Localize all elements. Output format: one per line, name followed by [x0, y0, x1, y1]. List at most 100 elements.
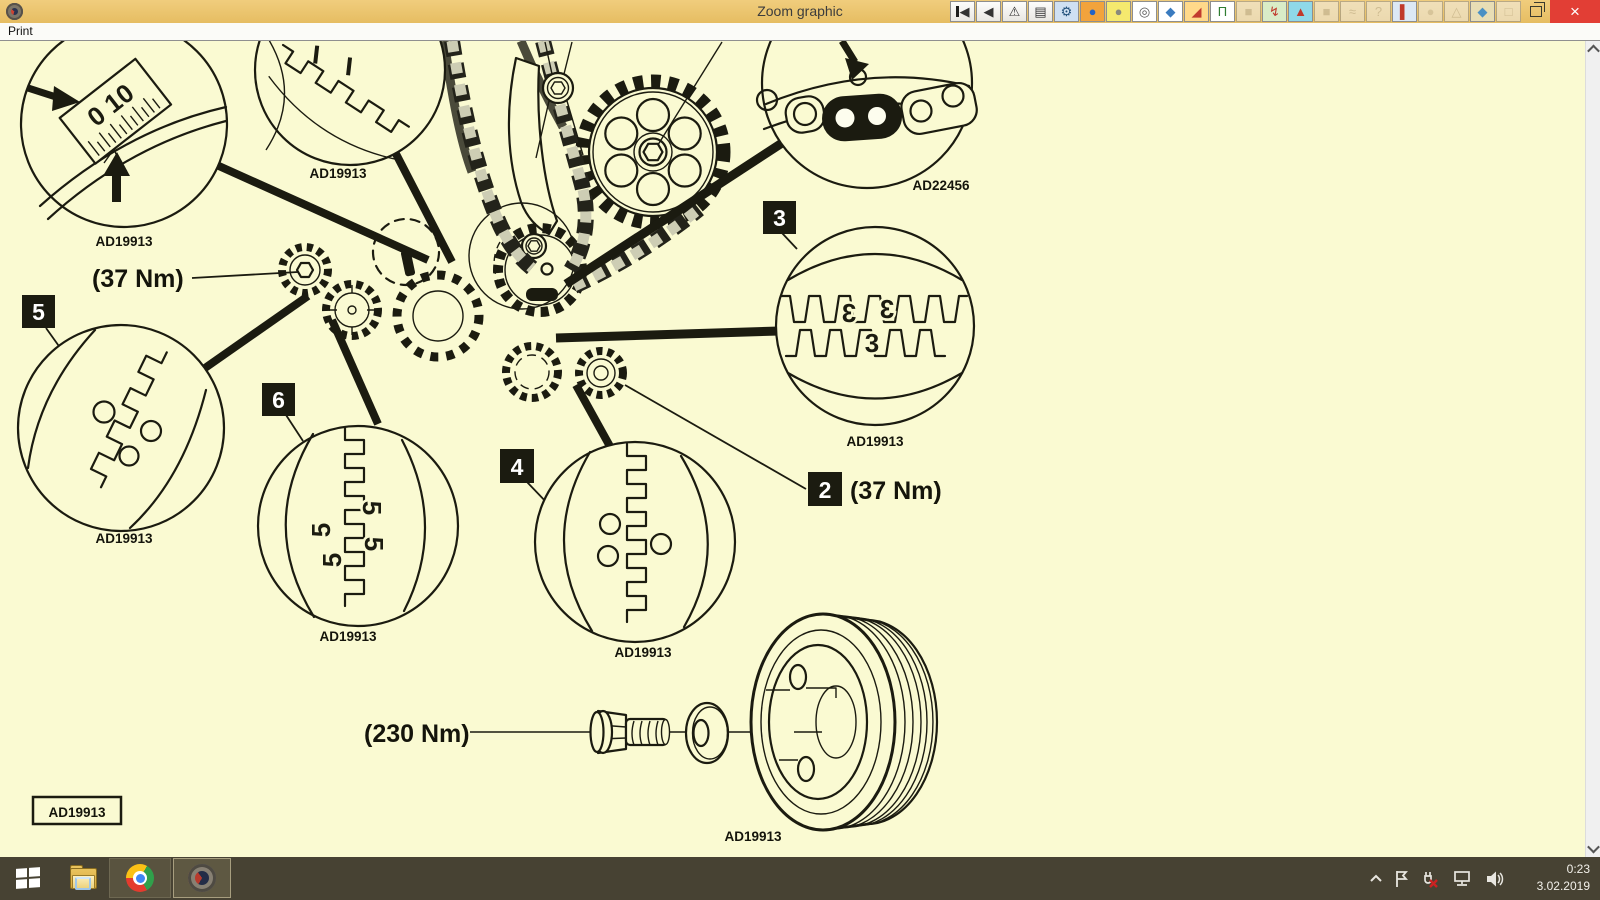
tooth-mark-3-mirrored: 3 — [842, 298, 856, 328]
svg-text:3: 3 — [773, 205, 786, 231]
crank-pulley-assembly: AD19913 — [470, 612, 939, 844]
toolbar-button-icon: ▲ — [1294, 4, 1307, 19]
callout-5: 5 — [22, 295, 55, 328]
callout-2-torque: 2 (37 Nm) — [808, 472, 942, 506]
audio-device-muted-icon[interactable] — [1420, 869, 1440, 889]
toolbar-button-icon: ≈ — [1348, 4, 1357, 19]
toolbar-button-world[interactable]: ● — [1080, 1, 1105, 22]
toolbar-button-icon: ◎ — [1138, 4, 1151, 19]
hidden-icons-chevron[interactable] — [1369, 873, 1383, 885]
toolbar-button-icon: ● — [1426, 4, 1435, 19]
toolbar-button-jack[interactable]: ▲ — [1288, 1, 1313, 22]
cam-sprocket — [575, 41, 731, 230]
toolbar-button-warning[interactable]: ⚠ — [1002, 1, 1027, 22]
callout-3: 3 — [763, 201, 796, 234]
callout-6: 6 — [262, 383, 295, 416]
toolbar-button-go-back[interactable]: ◀ — [976, 1, 1001, 22]
graphic-viewport: AD19913 0 — [0, 0, 1585, 857]
toolbar-button-tyre[interactable]: ● — [1418, 1, 1443, 22]
tooth-mark-5: 5 — [357, 501, 387, 515]
toolbar-button-icon: ? — [1374, 4, 1383, 19]
toolbar-button-map[interactable]: ◆ — [1158, 1, 1183, 22]
network-icon[interactable] — [1451, 869, 1473, 889]
toolbar-button-diagnostics[interactable]: ● — [1106, 1, 1131, 22]
toolbar-button-vehicle-query[interactable]: ? — [1366, 1, 1391, 22]
idler-bolt — [535, 41, 584, 159]
scroll-down-button[interactable] — [1586, 840, 1600, 857]
toolbar-button-icon: ■ — [1244, 4, 1253, 19]
clock-date: 3.02.2019 — [1536, 879, 1590, 893]
toolbar-button-wiring[interactable]: ≈ — [1340, 1, 1365, 22]
toolbar-button-icon: ● — [1088, 4, 1097, 19]
toolbar-button-icon: □ — [1504, 4, 1513, 19]
ref-label-6: AD19913 — [319, 629, 377, 644]
scroll-up-button[interactable] — [1586, 41, 1600, 58]
svg-text:6: 6 — [272, 387, 285, 413]
taskbar-clock[interactable]: 0:23 3.02.2019 — [1537, 861, 1590, 895]
window-title: Zoom graphic — [757, 3, 843, 19]
toolbar-button-icon: ■ — [1322, 4, 1331, 19]
svg-text:AD19913: AD19913 — [48, 805, 106, 820]
menu-print[interactable]: Print — [8, 24, 33, 38]
toolbar-button-box[interactable]: □ — [1496, 1, 1521, 22]
toolbar-button-lift[interactable]: Π — [1210, 1, 1235, 22]
toolbar-button-window-view[interactable]: ▤ — [1028, 1, 1053, 22]
gear-cluster — [278, 217, 627, 402]
toolbar-button-icon: Π — [1217, 4, 1228, 19]
speaker-icon[interactable] — [1484, 869, 1504, 889]
callout-4: 4 — [500, 449, 534, 483]
ref-label-4: AD19913 — [614, 645, 672, 660]
toolbar-button-spark-plug[interactable]: ↯ — [1262, 1, 1287, 22]
ref-label-5: AD19913 — [95, 531, 153, 546]
toolbar-button-ramp[interactable]: ◢ — [1184, 1, 1209, 22]
action-center-flag-icon[interactable] — [1394, 869, 1409, 889]
detail-leaders — [202, 139, 785, 452]
restore-button[interactable] — [1522, 0, 1550, 23]
toolbar-button-wheel[interactable]: ◎ — [1132, 1, 1157, 22]
pulley-ref-label: AD19913 — [724, 829, 782, 844]
title-bar: Zoom graphic ◀ ◀ ⚠ ▤ ⚙ ● ● ◎ ◆ ◢ Π ■ ↯ — [0, 0, 1600, 24]
ref-label-scale: AD19913 — [95, 234, 153, 249]
toolbar-button-icon: △ — [1451, 4, 1462, 19]
toolbar-button-repair-tools[interactable]: ⚙ — [1054, 1, 1079, 22]
toolbar-button-icon: ◆ — [1477, 4, 1488, 19]
washer — [684, 701, 730, 765]
pulley-bolt — [589, 709, 671, 755]
detail-circle-timing-scale: 0 10 AD19913 — [19, 19, 229, 249]
chevron-up-icon — [1587, 44, 1600, 58]
toolbar-button-icon: ⚠ — [1008, 4, 1021, 19]
taskbar-autodata[interactable] — [173, 858, 231, 898]
system-tray — [1369, 857, 1504, 900]
toolbar-button-engine[interactable]: ■ — [1236, 1, 1261, 22]
autodata-disc-icon — [188, 864, 216, 892]
ref-label-chain: AD22456 — [912, 178, 970, 193]
toolbar-button-icon: ▤ — [1034, 4, 1047, 19]
taskbar-chrome[interactable] — [109, 858, 171, 898]
crank-pulley — [749, 612, 939, 832]
tooth-mark-3-mirrored: 3 — [880, 294, 894, 324]
toolbar-button-icon: ↯ — [1269, 4, 1280, 19]
detail-circle-5: AD19913 — [16, 323, 226, 546]
detail-chain-link-circle: AD22456 — [755, 0, 978, 193]
toolbar-button-artwork[interactable]: ◆ — [1470, 1, 1495, 22]
start-button[interactable] — [0, 858, 56, 898]
svg-text:5: 5 — [32, 299, 45, 325]
toolbar-button-body-panel[interactable]: ■ — [1314, 1, 1339, 22]
taskbar: 0:23 3.02.2019 — [0, 857, 1600, 900]
toolbar-button-go-first[interactable]: ◀ — [950, 1, 975, 22]
toolbar-button-icon: ⚙ — [1060, 4, 1073, 19]
toolbar-button-seat[interactable]: ▌ — [1392, 1, 1417, 22]
toolbar-button-icon: ◆ — [1165, 4, 1176, 19]
toolbar-button-icon: ◀ — [959, 4, 970, 19]
tooth-mark-5: 5 — [306, 523, 336, 537]
close-button[interactable]: × — [1550, 0, 1600, 23]
app-disc-icon — [6, 3, 23, 20]
clock-time: 0:23 — [1566, 862, 1590, 876]
toolbar-button-icon: ● — [1114, 4, 1123, 19]
file-explorer-icon — [69, 864, 97, 890]
torque-cam-label: (37 Nm) — [92, 265, 184, 293]
taskbar-file-explorer[interactable] — [58, 858, 108, 898]
toolbar-button-hazard[interactable]: △ — [1444, 1, 1469, 22]
vertical-scrollbar[interactable] — [1585, 41, 1600, 857]
